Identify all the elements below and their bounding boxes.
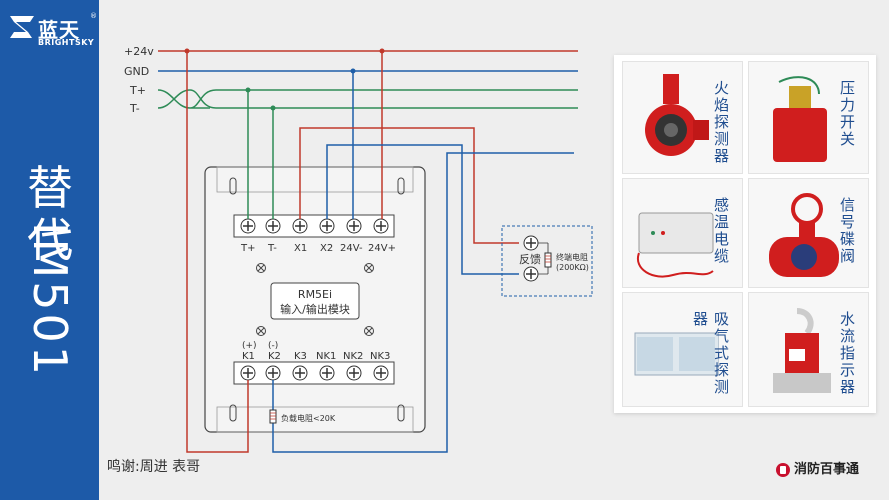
module-model: RM5Ei xyxy=(298,288,332,301)
brand-name-en: BRIGHTSKY xyxy=(38,38,95,47)
terminal-bottom-label: NK1 xyxy=(316,351,336,362)
terminal-bottom-label: K2 xyxy=(268,351,281,362)
brightsky-logo-icon xyxy=(10,16,34,38)
bus-gnd-label: GND xyxy=(124,65,149,78)
device-label: 信号碟阀 xyxy=(838,197,856,265)
bus-tminus-label: T- xyxy=(129,102,140,115)
device-label: 水流指示器 xyxy=(838,311,856,396)
bus-tplus-line xyxy=(157,89,578,109)
sidebar-title-cn: 替代 xyxy=(27,161,73,267)
module-name: 输入/输出模块 xyxy=(280,302,350,316)
bus-tplus-label: T+ xyxy=(129,84,146,97)
signal-butterfly-valve-icon xyxy=(769,193,839,277)
eol-resistor-value: (200KΩ) xyxy=(556,263,589,272)
sidebar: 蓝天 ® BRIGHTSKY IM501 替代 xyxy=(0,0,99,500)
credit-text: 鸣谢:周进 表哥 xyxy=(107,459,201,475)
wire-x1-feedback xyxy=(299,127,519,244)
heat-cable-icon xyxy=(636,212,714,278)
fire-extinguisher-icon xyxy=(776,462,790,477)
eol-resistor-label: 终端电阻 xyxy=(556,252,588,262)
water-flow-indicator-icon xyxy=(773,308,831,393)
terminal-top-label: 24V+ xyxy=(368,243,396,254)
device-card: 信号碟阀 xyxy=(748,178,869,288)
bus-tminus-line xyxy=(157,89,578,109)
device-card: 感温电缆 xyxy=(622,178,743,288)
footer-brand: 消防百事通 xyxy=(776,458,859,477)
load-resistor-label: 负载电阻<20K xyxy=(281,413,336,423)
terminal-bottom-label: NK2 xyxy=(343,351,363,362)
device-label: 压力开关 xyxy=(838,80,856,148)
polarity-label: (+) xyxy=(242,341,257,351)
devices-panel: 火焰探测器 压力开关 感温电缆 信号碟阀 吸气 xyxy=(614,55,876,413)
feedback-label: 反馈 xyxy=(519,253,541,266)
wire-k1-load xyxy=(186,51,249,453)
terminal-bottom-label: K1 xyxy=(242,351,255,362)
pressure-switch-icon xyxy=(773,76,827,162)
terminal-top-label: X2 xyxy=(320,243,333,254)
flame-detector-icon xyxy=(645,74,709,156)
device-card: 吸气式探测器 xyxy=(622,292,743,407)
polarity-label: (-) xyxy=(268,341,278,351)
terminal-bottom-label: NK3 xyxy=(370,351,390,362)
feedback-box xyxy=(501,225,593,297)
terminal-top-label: 24V- xyxy=(340,243,363,254)
brand-name-cn: 蓝天 xyxy=(38,18,80,42)
device-card: 压力开关 xyxy=(748,61,869,174)
device-label: 火焰探测器 xyxy=(712,80,730,165)
terminal-top-label: T- xyxy=(267,243,277,254)
device-label: 吸气式探测器 xyxy=(691,311,730,396)
device-card: 火焰探测器 xyxy=(622,61,743,174)
footer-brand-name: 消防百事通 xyxy=(794,462,860,477)
brand-logo: 蓝天 ® BRIGHTSKY xyxy=(8,10,98,50)
terminal-bottom-label: K3 xyxy=(294,351,307,362)
device-card: 水流指示器 xyxy=(748,292,869,407)
registered-mark: ® xyxy=(90,12,97,20)
aspirating-detector-icon xyxy=(634,332,719,376)
bus-24v-label: +24v xyxy=(124,45,154,58)
wire-x2-feedback xyxy=(326,144,519,275)
terminal-top-label: X1 xyxy=(294,243,307,254)
module-label-box xyxy=(270,282,360,320)
wire-k2-load xyxy=(272,152,574,453)
device-label: 感温电缆 xyxy=(712,197,730,265)
terminal-top-label: T+ xyxy=(240,243,256,254)
